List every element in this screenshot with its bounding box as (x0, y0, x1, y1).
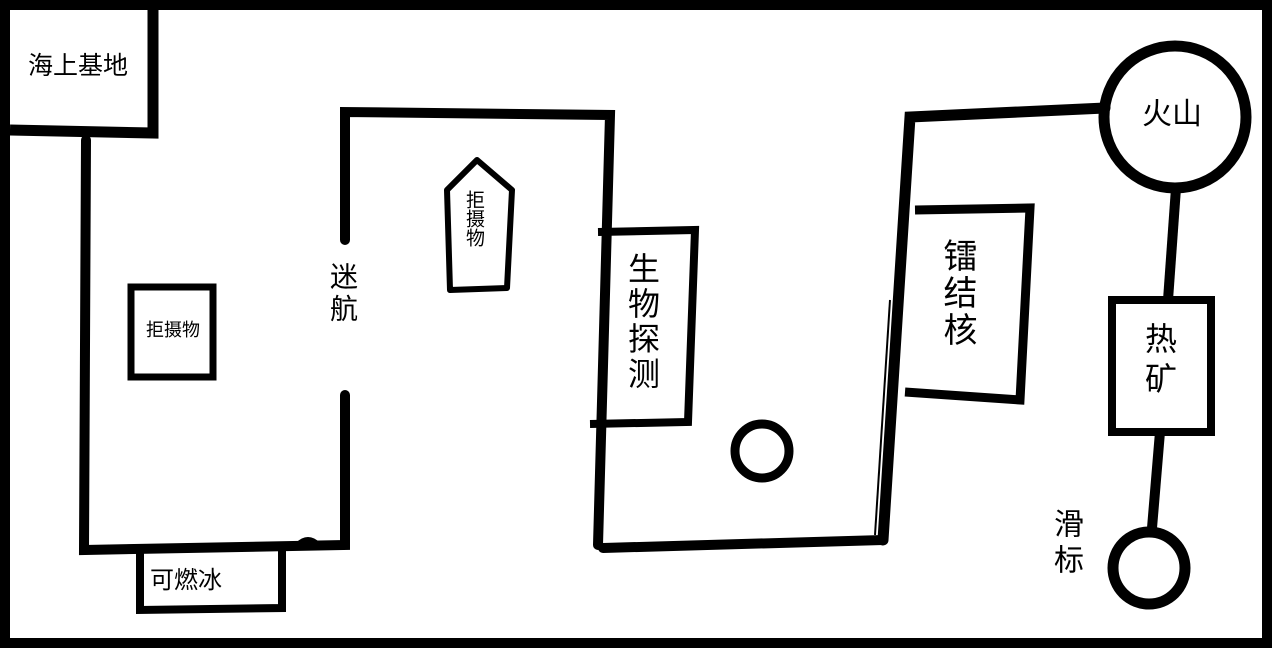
pickup-center-box (444, 157, 515, 293)
middle-room-wall (340, 106, 616, 550)
sea-base-box (9, 10, 159, 139)
small-bump (295, 537, 321, 548)
glide-label: 滑标 (1048, 508, 1083, 580)
combustible-ice-box (136, 550, 286, 615)
left-room-wall (78, 135, 350, 556)
nuclear-box (904, 203, 1035, 405)
nuclear-label: 镭结核 (937, 238, 977, 349)
volcano-label: 火山 (1142, 97, 1202, 132)
pickup-left-box (127, 283, 217, 381)
pickup-center-label: 拒摄物 (463, 190, 485, 247)
connector-lower (1147, 431, 1165, 529)
pickup-left-label: 拒摄物 (146, 320, 200, 341)
navigation-label: 迷航 (326, 262, 359, 326)
combustible-ice-label: 可燃冰 (150, 566, 222, 594)
heat-mine-box (1108, 296, 1215, 436)
heat-mine-label: 热矿 (1140, 322, 1178, 402)
bio-detect-label: 生物探测 (623, 252, 661, 392)
connector-upper (1163, 187, 1181, 301)
glide-circle (1107, 526, 1191, 610)
right-room-wall (877, 102, 1111, 546)
bottom-center-wall (598, 535, 888, 553)
right-room-thin-line (874, 299, 891, 536)
circle-marker (730, 419, 794, 483)
bio-detect-box (589, 225, 700, 428)
sea-base-label: 海上基地 (28, 51, 129, 80)
